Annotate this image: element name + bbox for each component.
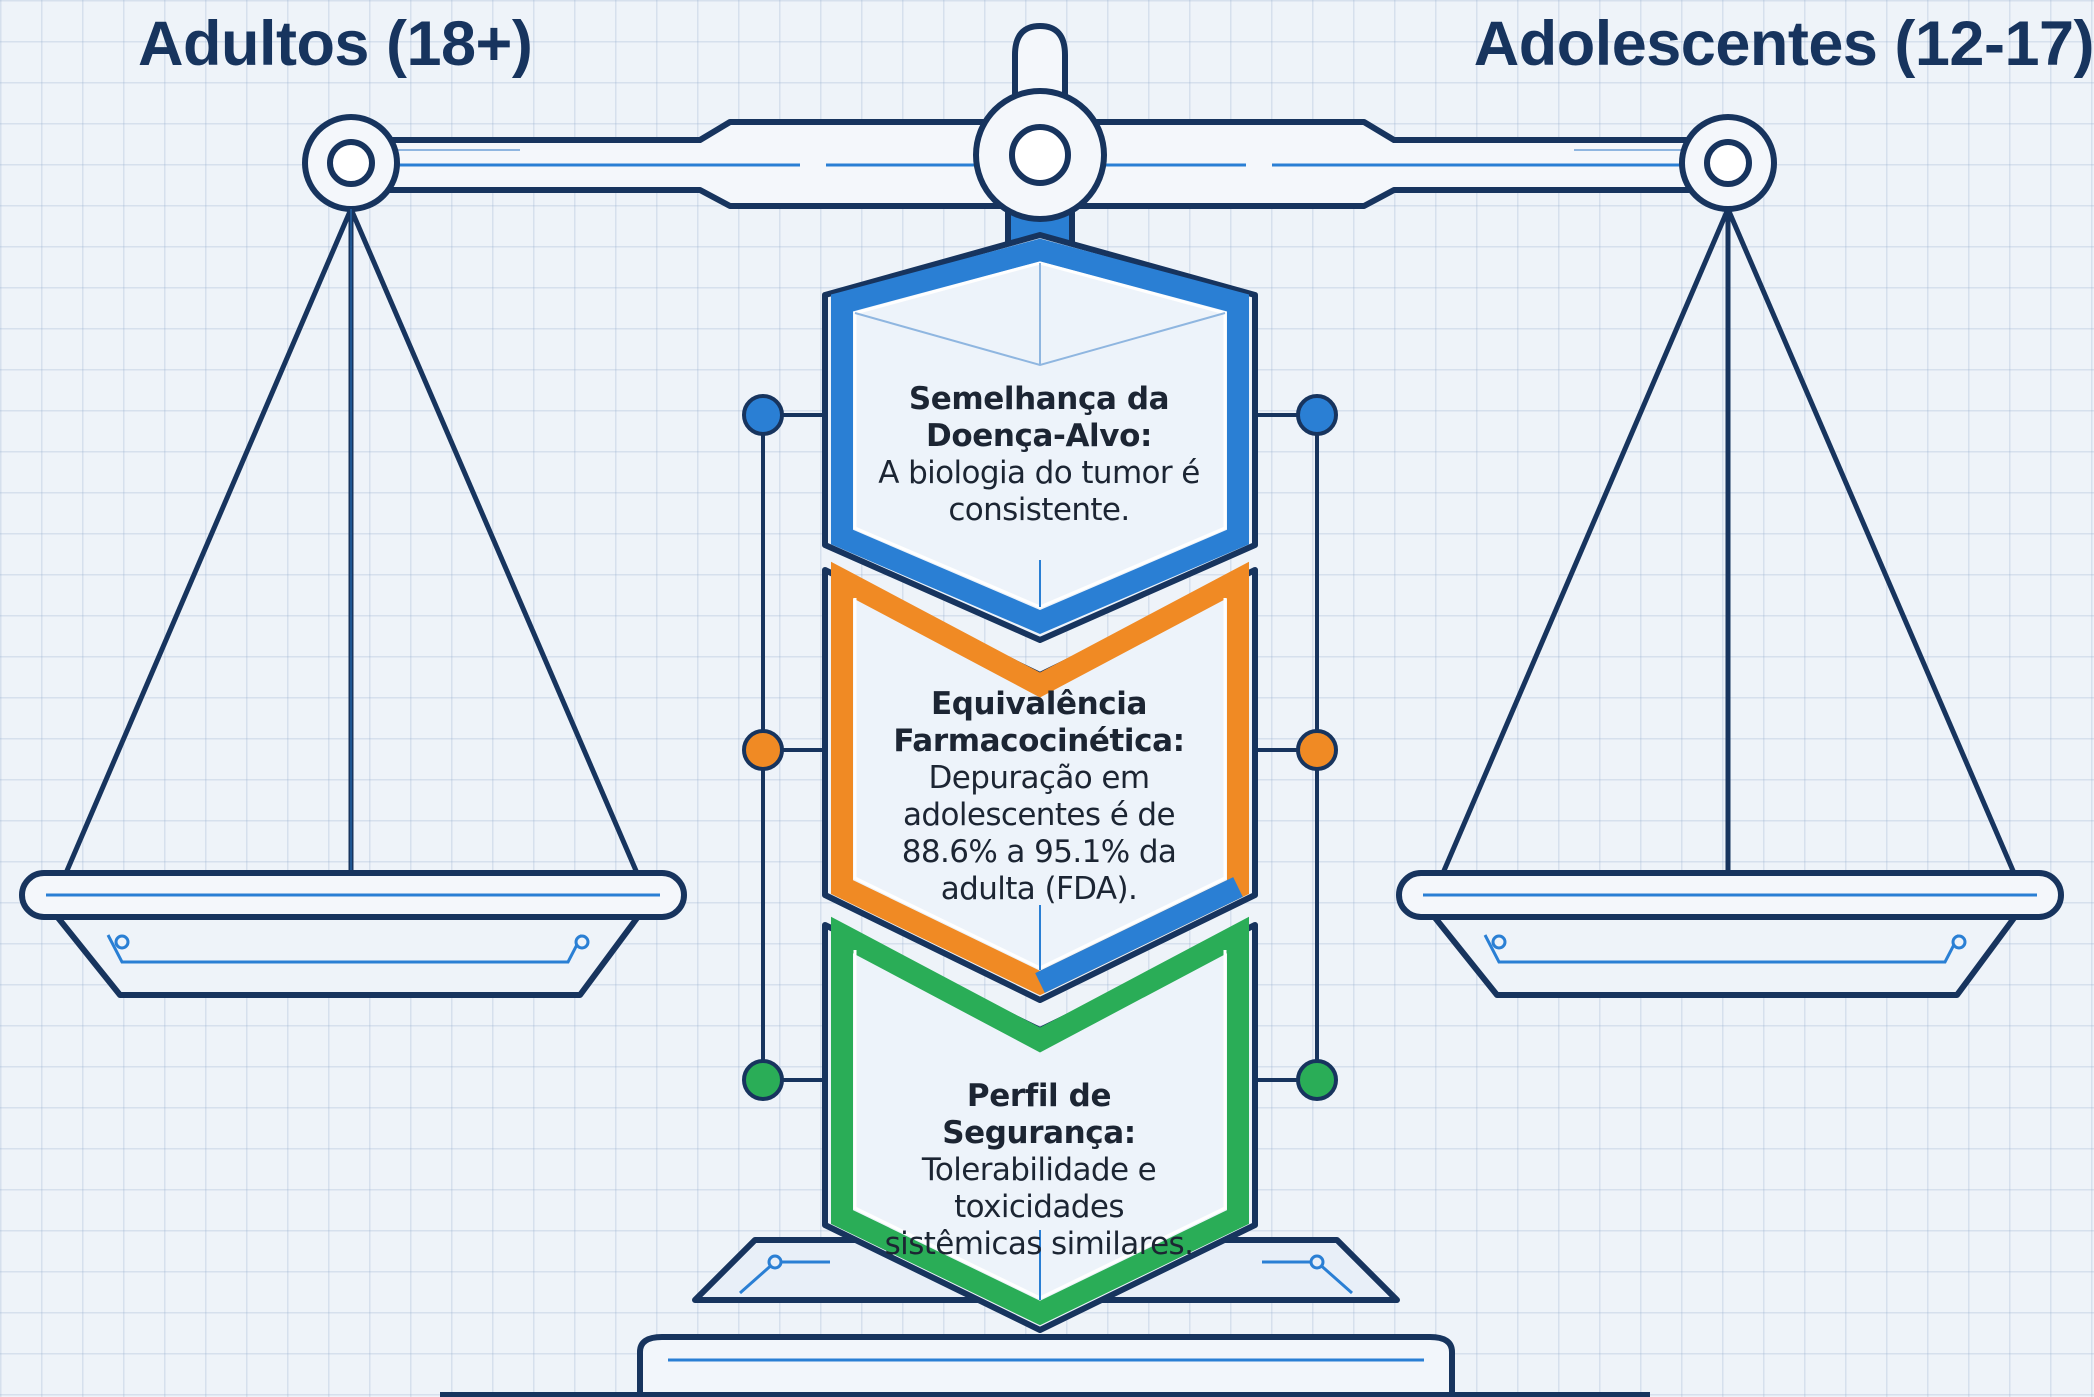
node-pk-left bbox=[742, 729, 784, 771]
pillar-body: Tolerabilidade e toxicidades sistêmicas … bbox=[884, 1152, 1194, 1262]
scale-beam bbox=[302, 22, 1777, 253]
node-safety-left bbox=[742, 1059, 784, 1101]
title-adults: Adultos (18+) bbox=[138, 9, 533, 79]
pillar-disease-shape bbox=[822, 232, 1258, 643]
pillar-body: Depuração em adolescentes é de 88.6% a 9… bbox=[901, 760, 1177, 907]
pillar-pharmacokinetic-shape bbox=[822, 561, 1258, 1003]
node-pk-right bbox=[1296, 729, 1338, 771]
pillar-pharmacokinetic-equivalence: Equivalência Farmacocinética: Depuração … bbox=[874, 686, 1204, 908]
right-pan bbox=[1396, 208, 2064, 998]
pillar-body: A biologia do tumor é consistente. bbox=[878, 455, 1200, 528]
scale-base bbox=[440, 1237, 1650, 1397]
pillar-disease-similarity: Semelhança da Doença-Alvo: A biologia do… bbox=[874, 381, 1204, 529]
node-disease-left bbox=[742, 394, 784, 436]
node-safety-right bbox=[1296, 1059, 1338, 1101]
connector-nodes bbox=[742, 394, 1338, 1101]
pillar-safety-profile: Perfil de Segurança: Tolerabilidade e to… bbox=[874, 1078, 1204, 1263]
title-adolescents: Adolescentes (12-17) bbox=[1473, 9, 2094, 79]
pillar-heading: Perfil de Segurança: bbox=[942, 1078, 1136, 1151]
pillar-heading: Equivalência Farmacocinética: bbox=[893, 686, 1185, 759]
pillar-safety-shape bbox=[822, 916, 1258, 1333]
pillar-heading: Semelhança da Doença-Alvo: bbox=[908, 381, 1170, 454]
left-pan bbox=[19, 208, 687, 998]
node-disease-right bbox=[1296, 394, 1338, 436]
